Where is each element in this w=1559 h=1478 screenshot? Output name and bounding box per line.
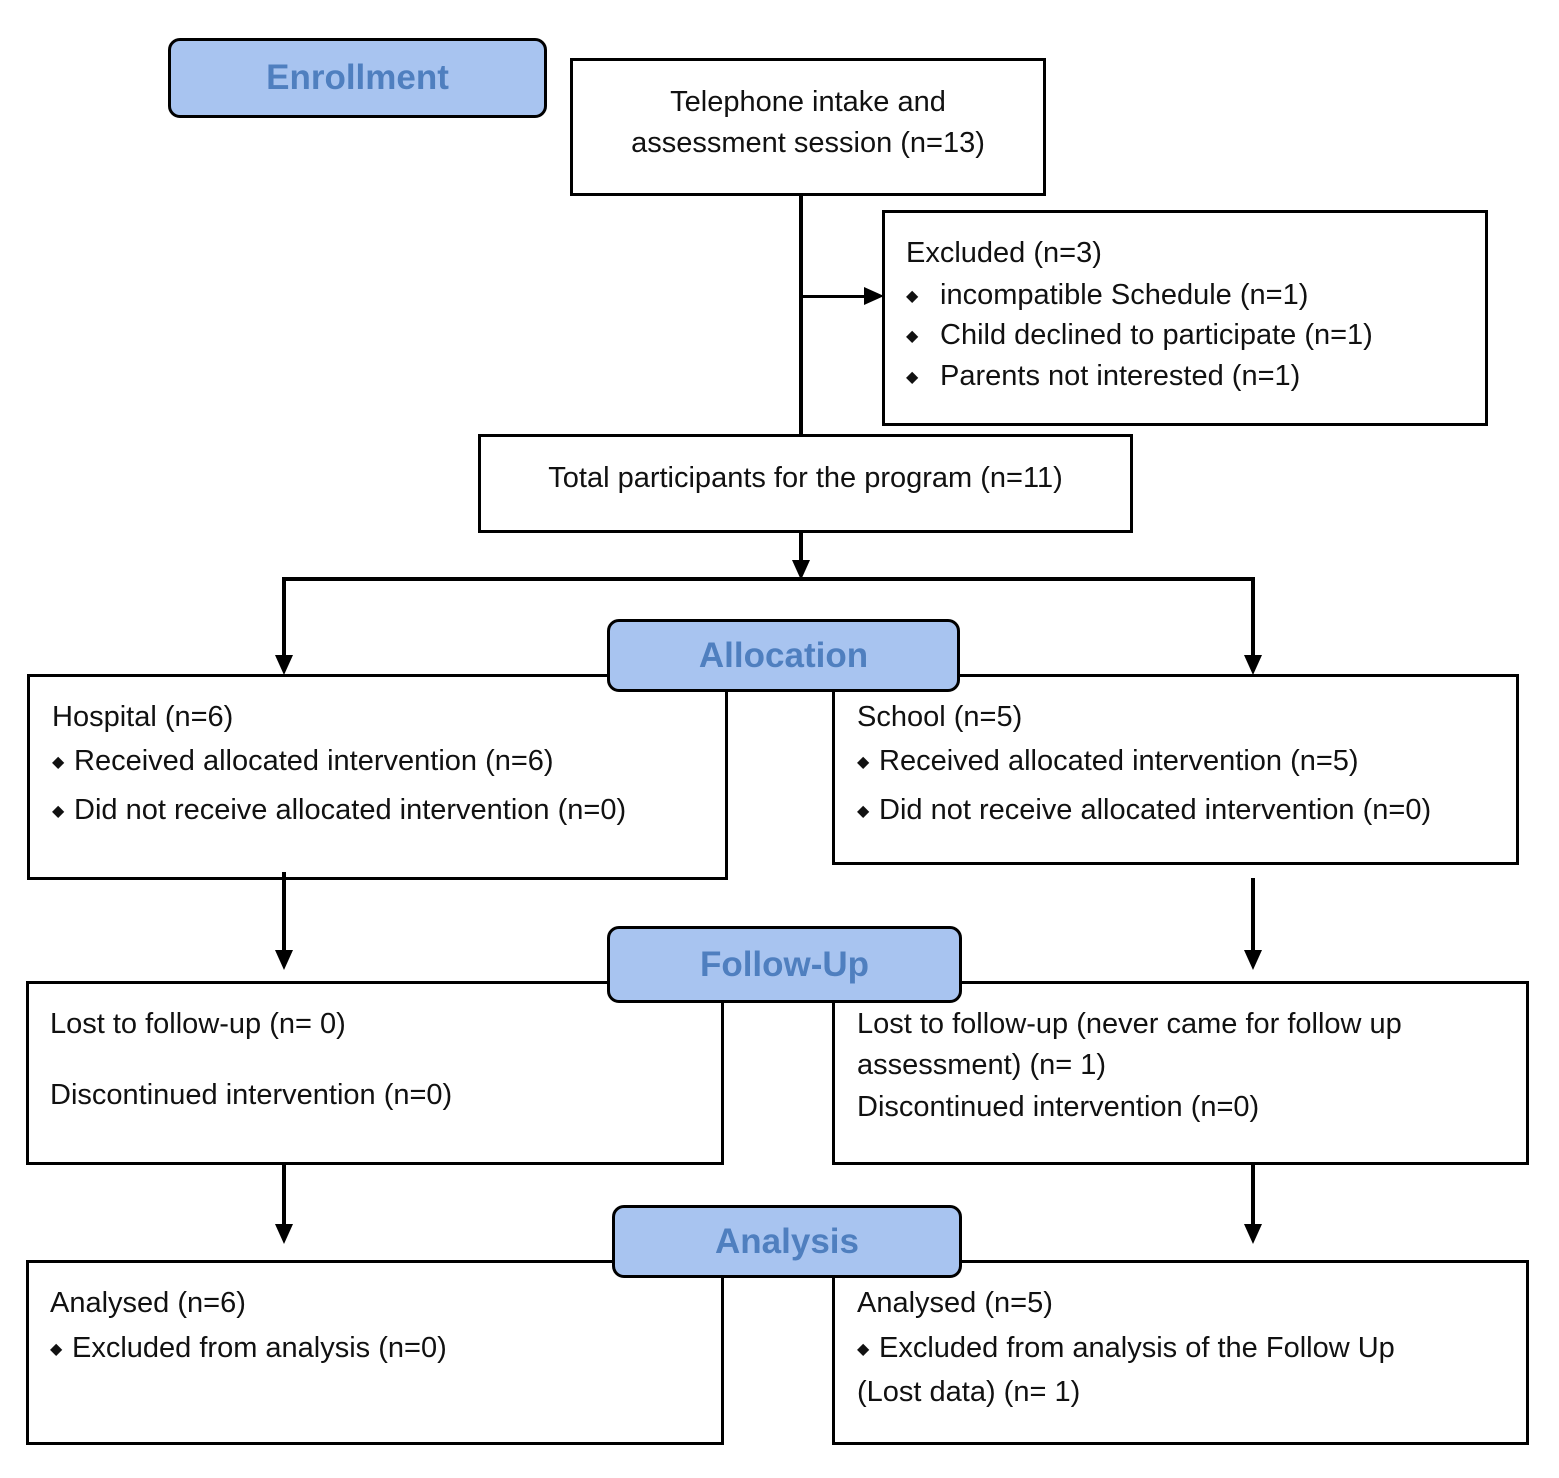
connector-to-excluded [801, 295, 865, 298]
bullet-icon: ◆ [906, 327, 919, 345]
total-box [478, 434, 1133, 533]
school-item-label: Did not receive allocated intervention (… [879, 794, 1432, 826]
excluded-box [882, 210, 1488, 426]
connector-hospital-down [282, 872, 286, 952]
stage-enrollment: Enrollment [168, 38, 547, 118]
analysis-left-item-label: Excluded from analysis (n=0) [72, 1332, 447, 1364]
hospital-item-label: Did not receive allocated intervention (… [74, 794, 627, 826]
hospital-item: ◆ Received allocated intervention (n=6) [52, 741, 554, 783]
excluded-item: ◆ Parents not interested (n=1) [906, 356, 1300, 398]
analysis-left-item: ◆ Excluded from analysis (n=0) [50, 1328, 447, 1370]
intake-line-1: Telephone intake and [670, 86, 946, 118]
stage-allocation: Allocation [607, 619, 960, 692]
connector-split-horizontal [282, 577, 1255, 581]
followup-left-lost: Lost to follow-up (n= 0) [50, 1008, 346, 1040]
bullet-icon: ◆ [52, 802, 65, 820]
connector-intake-down [799, 196, 803, 436]
analysis-right-box [832, 1260, 1529, 1445]
followup-right-discontinued: Discontinued intervention (n=0) [857, 1091, 1260, 1123]
excluded-item: ◆ incompatible Schedule (n=1) [906, 275, 1308, 317]
stage-analysis: Analysis [612, 1205, 962, 1278]
connector-followup-right-down [1251, 1163, 1255, 1226]
arrow-to-hospital [275, 655, 293, 675]
school-item: ◆ Did not receive allocated intervention … [857, 790, 1431, 832]
hospital-box [27, 674, 728, 880]
hospital-item: ◆ Did not receive allocated intervention … [52, 790, 626, 832]
connector-split-right [1251, 577, 1255, 657]
bullet-icon: ◆ [50, 1340, 63, 1358]
excluded-title: Excluded (n=3) [906, 237, 1102, 269]
excluded-item-label: Parents not interested (n=1) [940, 360, 1301, 392]
followup-left-box [26, 981, 724, 1165]
excluded-item: ◆ Child declined to participate (n=1) [906, 315, 1373, 357]
bullet-icon: ◆ [52, 753, 65, 771]
stage-follow-up: Follow-Up [607, 926, 962, 1003]
analysis-right-title: Analysed (n=5) [857, 1287, 1053, 1319]
followup-right-box [832, 981, 1529, 1165]
arrow-to-followup-left [275, 950, 293, 970]
connector-school-down [1251, 878, 1255, 952]
analysis-left-title: Analysed (n=6) [50, 1287, 246, 1319]
bullet-icon: ◆ [857, 753, 870, 771]
bullet-icon: ◆ [906, 287, 919, 305]
arrow-to-analysis-left [275, 1224, 293, 1244]
excluded-item-label: incompatible Schedule (n=1) [940, 279, 1309, 311]
school-box [832, 674, 1519, 865]
followup-left-discontinued: Discontinued intervention (n=0) [50, 1079, 453, 1111]
followup-right-lost-line-2: assessment) (n= 1) [857, 1049, 1107, 1081]
connector-split-left [282, 577, 286, 657]
bullet-icon: ◆ [857, 802, 870, 820]
followup-right-lost-line-1: Lost to follow-up (never came for follow… [857, 1008, 1402, 1040]
excluded-item-label: Child declined to participate (n=1) [940, 319, 1373, 351]
bullet-icon: ◆ [906, 368, 919, 386]
school-item: ◆ Received allocated intervention (n=5) [857, 741, 1359, 783]
arrow-to-followup-right [1244, 950, 1262, 970]
school-title: School (n=5) [857, 701, 1023, 733]
bullet-icon: ◆ [857, 1340, 870, 1358]
connector-total-down [799, 532, 803, 562]
intake-box [570, 58, 1046, 196]
connector-followup-left-down [282, 1163, 286, 1226]
intake-line-2: assessment session (n=13) [631, 127, 985, 159]
arrow-to-analysis-right [1244, 1224, 1262, 1244]
hospital-title: Hospital (n=6) [52, 701, 234, 733]
analysis-right-item-label: Excluded from analysis of the Follow Up [879, 1332, 1395, 1364]
hospital-item-label: Received allocated intervention (n=6) [74, 745, 554, 777]
analysis-right-item: ◆ Excluded from analysis of the Follow Up [857, 1328, 1395, 1370]
total-label: Total participants for the program (n=11… [548, 462, 1063, 494]
arrow-to-split [792, 560, 810, 580]
arrow-to-excluded [864, 287, 884, 305]
analysis-right-item-cont: (Lost data) (n= 1) [857, 1376, 1081, 1408]
analysis-left-box [26, 1260, 724, 1445]
school-item-label: Received allocated intervention (n=5) [879, 745, 1359, 777]
arrow-to-school [1244, 655, 1262, 675]
